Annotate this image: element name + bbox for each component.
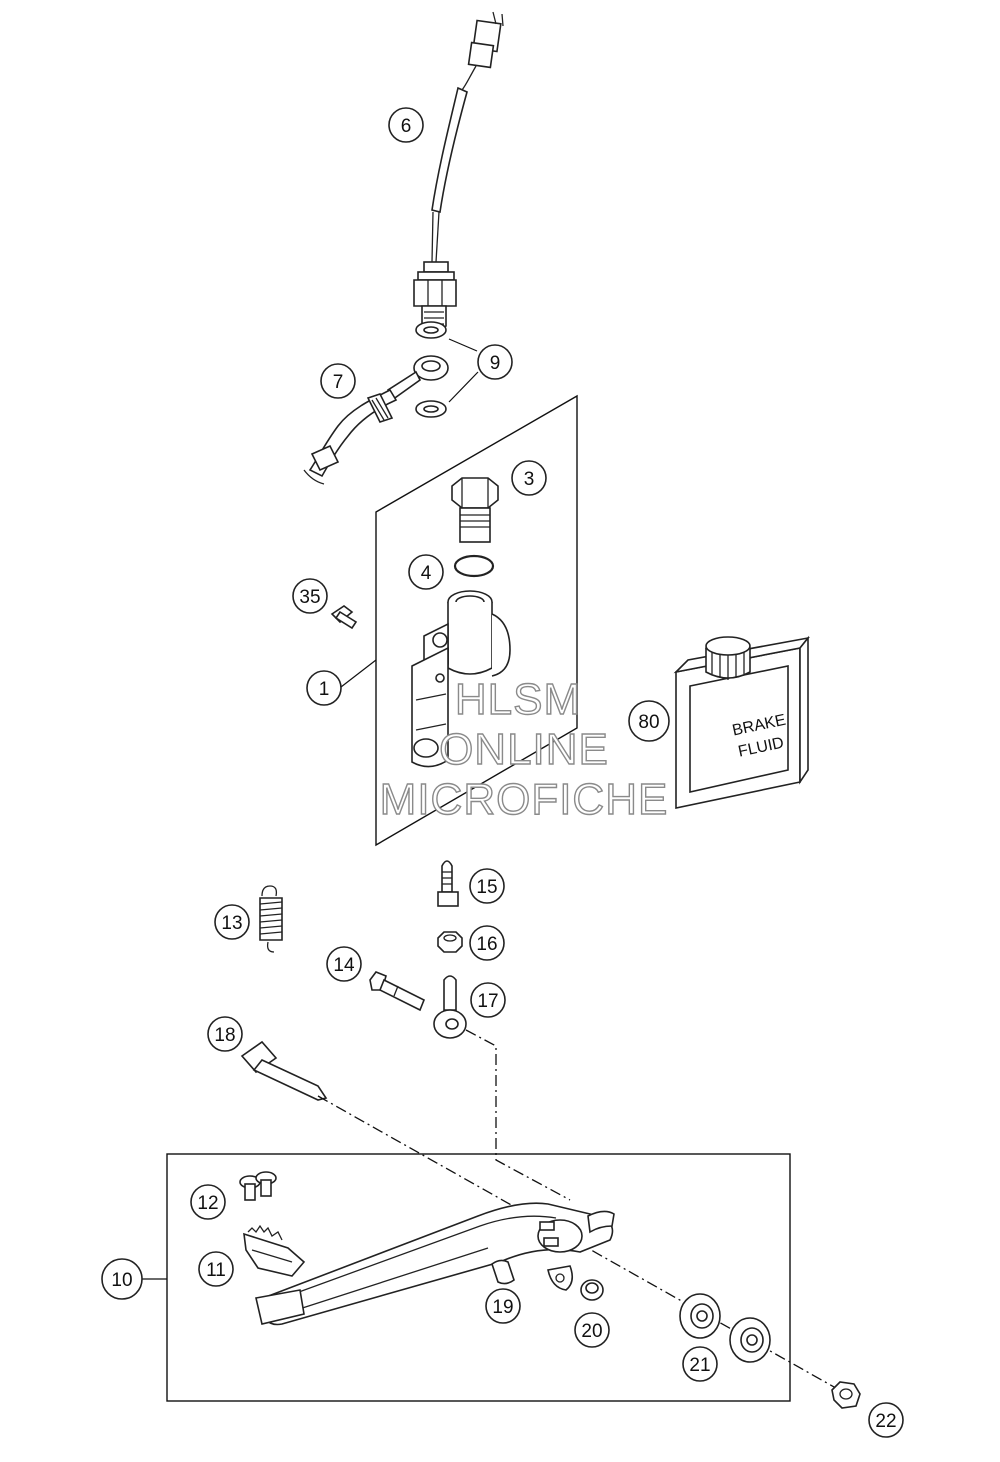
callout-12: 12 (190, 1184, 226, 1220)
callout-35: 35 (292, 578, 328, 614)
callout-1-label: 1 (319, 679, 330, 700)
callout-16-label: 16 (476, 934, 497, 955)
watermark-line-1: HLSM (455, 675, 581, 724)
callout-21: 21 (682, 1346, 718, 1382)
part-7-brake-hose (303, 355, 449, 485)
part-19-pin (491, 1259, 515, 1285)
part-22-flange-nut (831, 1381, 861, 1409)
part-14-bolt (369, 971, 426, 1012)
callout-4-label: 4 (421, 563, 432, 584)
callout-80-label: 80 (638, 712, 659, 733)
callout-19: 19 (485, 1288, 521, 1324)
part-16-hex-nut (437, 931, 463, 953)
part-4-o-ring (453, 554, 495, 578)
callout-6-label: 6 (401, 116, 412, 137)
callout-17: 17 (470, 982, 506, 1018)
callout-20: 20 (574, 1312, 610, 1348)
part-10-brake-pedal (255, 1202, 615, 1326)
part-12-rivets (239, 1171, 277, 1201)
callout-20-label: 20 (581, 1321, 602, 1342)
callout-10: 10 (101, 1258, 143, 1300)
part-11-foot-step (243, 1224, 306, 1277)
part-1-master-cylinder (411, 590, 511, 768)
callout-11-label: 11 (206, 1260, 226, 1281)
callout-14-label: 14 (333, 955, 355, 976)
part-13-spring (259, 885, 283, 953)
brake-pedal-kit-frame (166, 1153, 791, 1402)
callout-9: 9 (477, 344, 513, 380)
part-6-brake-light-switch (413, 11, 504, 332)
callout-22-label: 22 (875, 1411, 896, 1432)
callout-18: 18 (207, 1016, 243, 1052)
axis-line-clevis (465, 1029, 571, 1201)
callout-12-label: 12 (197, 1193, 218, 1214)
callout-16: 16 (469, 925, 505, 961)
callout-80: 80 (628, 700, 670, 742)
master-cylinder-kit-frame (375, 394, 578, 847)
callout-7: 7 (320, 363, 356, 399)
leader-lines (142, 338, 479, 1280)
callout-17-label: 17 (477, 991, 498, 1012)
callout-13-label: 13 (221, 913, 242, 934)
callout-9-label: 9 (490, 353, 501, 374)
callout-18-label: 18 (214, 1025, 235, 1046)
callout-13: 13 (214, 904, 250, 940)
callout-3-label: 3 (524, 469, 535, 490)
callout-22: 22 (868, 1402, 904, 1438)
callout-6: 6 (388, 107, 424, 143)
part-35-screw (330, 605, 358, 630)
part-21-bearings (679, 1293, 771, 1363)
callout-3: 3 (511, 460, 547, 496)
part-20-bushing (580, 1279, 604, 1301)
callout-4: 4 (408, 554, 444, 590)
watermark: HLSM ONLINE MICROFICHE (379, 674, 669, 824)
callout-14: 14 (326, 946, 362, 982)
part-15-push-rod (437, 860, 459, 907)
watermark-line-3: MICROFICHE (380, 775, 669, 824)
part-17-clevis (433, 975, 467, 1039)
callout-21-label: 21 (689, 1355, 710, 1376)
part-80-brake-fluid-can: BRAKE FLUID (673, 635, 810, 809)
part-18-pivot-bolt (240, 1040, 328, 1101)
callout-15: 15 (469, 868, 505, 904)
watermark-line-2: ONLINE (439, 725, 609, 774)
callout-11: 11 (198, 1251, 234, 1287)
callout-35-label: 35 (299, 587, 320, 608)
callout-19-label: 19 (492, 1297, 513, 1318)
callout-7-label: 7 (333, 372, 344, 393)
part-9-sealing-rings (415, 321, 447, 418)
callout-15-label: 15 (476, 877, 497, 898)
callout-1: 1 (306, 670, 342, 706)
callout-10-label: 10 (111, 1270, 132, 1291)
part-3-connector (451, 477, 499, 543)
